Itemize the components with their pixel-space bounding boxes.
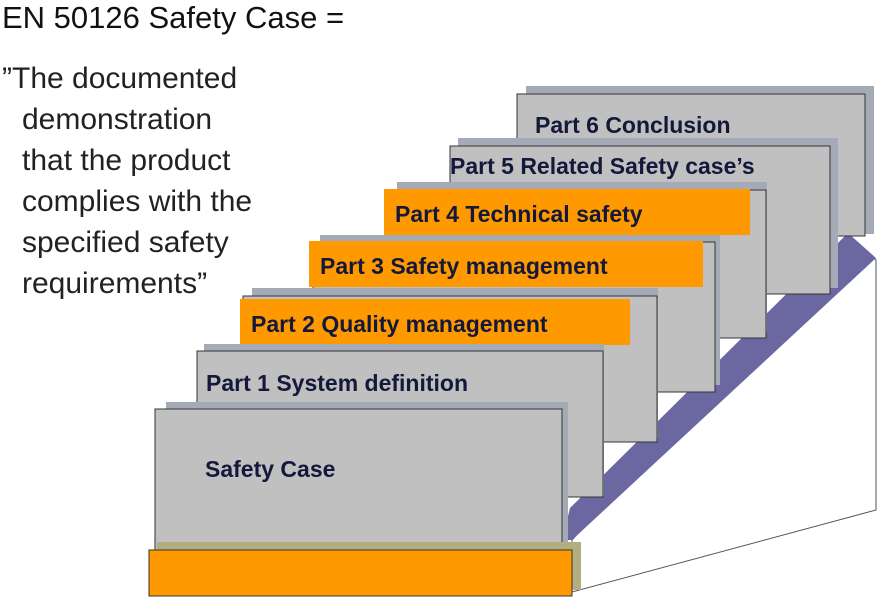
label-safety-case: Safety Case: [205, 456, 336, 482]
highlight-part4: [384, 189, 750, 235]
definition-line: that the product: [22, 144, 231, 177]
label-part6: Part 6 Conclusion: [535, 112, 731, 138]
label-part2: Part 2 Quality management: [251, 311, 548, 337]
highlight-part3: [309, 241, 703, 287]
ramp: [562, 233, 876, 540]
label-part3: Part 3 Safety management: [320, 253, 608, 279]
definition-line: complies with the: [22, 185, 253, 218]
card-safety-case: [154, 408, 563, 552]
label-part5: Part 5 Related Safety case’s: [450, 153, 755, 179]
label-part4: Part 4 Technical safety: [395, 201, 643, 227]
definition-line: ”The documented: [2, 62, 238, 95]
label-part1: Part 1 System definition: [206, 370, 469, 396]
definition-line: demonstration: [22, 103, 213, 136]
base-bar: [148, 549, 573, 597]
definition-line: specified safety: [22, 226, 229, 259]
definition-quote: ”The documented demonstration that the p…: [2, 58, 252, 304]
definition-line: requirements”: [22, 267, 208, 300]
highlight-part2: [240, 299, 630, 345]
heading: EN 50126 Safety Case =: [2, 0, 345, 35]
